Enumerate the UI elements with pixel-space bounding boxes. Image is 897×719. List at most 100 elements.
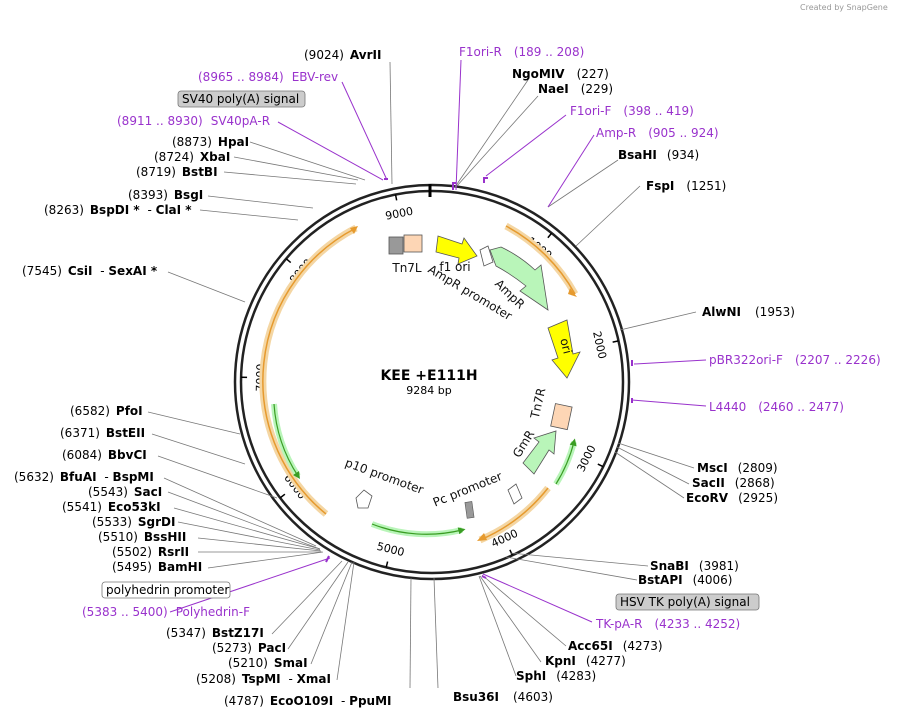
site-fspi-name: FspI xyxy=(646,179,674,193)
svg-text:(4787)EcoO109I - PpuMI: (4787)EcoO109I - PpuMI xyxy=(224,694,392,708)
site-clai-name: ClaI * xyxy=(156,203,193,217)
primer-pbr322-range: (2207 .. 2226) xyxy=(795,353,881,367)
svg-text:(8393)BsgI: (8393)BsgI xyxy=(128,188,203,202)
site-lead-lines xyxy=(147,61,697,689)
primer-f1ori-r-range: (189 .. 208) xyxy=(514,45,584,59)
svg-text:SacII(2868): SacII(2868) xyxy=(692,476,775,490)
site-acc65i-name: Acc65I xyxy=(568,639,613,653)
ampr-promoter-feature xyxy=(479,245,494,267)
snapgene-credit: Created by SnapGene xyxy=(800,3,888,12)
site-bbvci-pos: (6084) xyxy=(62,448,102,462)
site-msci-pos: (2809) xyxy=(738,461,778,475)
svg-text:SnaBI(3981): SnaBI(3981) xyxy=(650,559,739,573)
site-bstbi-pos: (8719) xyxy=(136,165,176,179)
site-fspi-pos: (1251) xyxy=(686,179,726,193)
tick-mark-4000 xyxy=(509,549,514,556)
tn7l-feature xyxy=(403,234,423,253)
site-hpai-pos: (8873) xyxy=(172,135,212,149)
svg-text:(5502)RsrII: (5502)RsrII xyxy=(112,545,189,559)
svg-text:NaeI(229): NaeI(229) xyxy=(538,82,613,96)
green-arc-left-core xyxy=(273,403,300,480)
site-bspdi-name: BspDI * xyxy=(90,203,140,217)
site-bfuai-pos: (5632) xyxy=(14,470,54,484)
site-eco53ki-name: Eco53kI xyxy=(108,500,161,514)
primer-polyhf-range: (5383 .. 5400) xyxy=(82,605,168,619)
gmr-feature xyxy=(522,430,557,475)
svg-text:(5543)SacI: (5543)SacI xyxy=(88,485,162,499)
site-bstz17i-name: BstZ17I xyxy=(212,626,264,640)
site-hpai-name: HpaI xyxy=(218,135,249,149)
svg-text:(7545)CsiI - SexAI *: (7545)CsiI - SexAI * xyxy=(22,264,158,278)
svg-text:SphI(4283): SphI(4283) xyxy=(516,669,596,683)
site-sgrdi-name: SgrDI xyxy=(138,515,176,529)
site-bfuai-name: BfuAI xyxy=(60,470,97,484)
svg-text:L4440(2460 .. 2477): L4440(2460 .. 2477) xyxy=(709,400,844,414)
primer-tkpa-range: (4233 .. 4252) xyxy=(655,617,741,631)
site-snabi-pos: (3981) xyxy=(699,559,739,573)
site-eco0109i-name: EcoO109I xyxy=(270,694,333,708)
site-bspdi-pos: (8263) xyxy=(44,203,84,217)
polyhedrin-label: polyhedrin promoter xyxy=(106,583,229,597)
site-bsahi-name: BsaHI xyxy=(618,148,657,162)
site-bstbi-name: BstBI xyxy=(182,165,218,179)
f1-ori-label: f1 ori xyxy=(439,260,470,274)
orange-arc-left-core xyxy=(262,227,357,515)
site-bstapi-name: BstAPI xyxy=(638,573,683,587)
ori-label: ori xyxy=(557,337,574,356)
site-eco53ki-pos: (5541) xyxy=(62,500,102,514)
tick-mark-6000 xyxy=(279,493,286,499)
site-csii-pos: (7545) xyxy=(22,264,62,278)
site-bsu36i-pos: (4603) xyxy=(513,690,553,704)
site-pfoi-pos: (6582) xyxy=(70,404,110,418)
boxed-labels: SV40 poly(A) signal HSV TK poly(A) signa… xyxy=(101,90,760,611)
svg-text:F1ori-F(398 .. 419): F1ori-F(398 .. 419) xyxy=(570,104,694,118)
site-bsteii-pos: (6371) xyxy=(60,426,100,440)
tick-mark-8000 xyxy=(285,258,292,264)
site-bsteii-name: BstEII xyxy=(106,426,145,440)
tick-label-2000: 2000 xyxy=(590,330,609,360)
plasmid-title: KEE +E111H xyxy=(380,368,477,384)
f1-ori-feature xyxy=(435,235,478,265)
hsvtk-box xyxy=(615,593,760,611)
primer-sv40r-range: (8911 .. 8930) xyxy=(117,114,203,128)
site-bbvci-name: BbvCI xyxy=(108,448,147,462)
site-kpni-name: KpnI xyxy=(545,654,576,668)
site-saci-pos: (5543) xyxy=(88,485,128,499)
primer-f1ori-r-name: F1ori-R xyxy=(459,45,502,59)
site-eco0109i-pos: (4787) xyxy=(224,694,264,708)
primer-labels: F1ori-R(189 .. 208) F1ori-F(398 .. 419) … xyxy=(82,45,881,631)
sv40-label: SV40 poly(A) signal xyxy=(182,92,299,106)
svg-text:F1ori-R(189 .. 208): F1ori-R (189 .. 208) xyxy=(459,45,584,59)
site-avrii-pos: (9024) xyxy=(304,48,344,62)
site-avrii-name: AvrII xyxy=(350,48,382,62)
site-sexai-name: SexAI * xyxy=(108,264,157,278)
svg-text:(8724)XbaI: (8724)XbaI xyxy=(154,150,230,164)
orange-arrowhead-3 xyxy=(350,226,358,234)
site-naei-pos: (229) xyxy=(581,82,613,96)
svg-text:Amp-R(905 .. 924): Amp-R (905 .. 924) xyxy=(596,126,719,140)
tick-mark-3000 xyxy=(597,463,604,468)
svg-text:EcoRV(2925): EcoRV(2925) xyxy=(686,491,778,505)
tick-mark-2000 xyxy=(612,340,619,343)
site-bsshii-name: BssHII xyxy=(144,530,186,544)
site-rsrii-name: RsrII xyxy=(158,545,189,559)
primer-amp-r-name: Amp-R xyxy=(596,126,636,140)
p10-promoter-label: p10 promoter xyxy=(343,456,425,497)
svg-text:(5495)BamHI: (5495)BamHI xyxy=(112,560,202,574)
primer-amp-r-range: (905 .. 924) xyxy=(648,126,718,140)
tn7l-label: Tn7L xyxy=(391,261,422,275)
site-bamhi-pos: (5495) xyxy=(112,560,152,574)
svg-text:KpnI(4277): KpnI(4277) xyxy=(545,654,626,668)
primer-lead-lines xyxy=(169,59,707,623)
backbone-inner xyxy=(239,189,625,575)
sv40-box xyxy=(177,90,306,108)
primer-tkpa-name: TK-pA-R xyxy=(595,617,643,631)
ori-feature xyxy=(547,319,581,379)
site-xbai-name: XbaI xyxy=(200,150,230,164)
svg-text:(8719)BstBI: (8719) BstBI xyxy=(136,165,218,179)
svg-text:(9024)AvrII: (9024) AvrII xyxy=(304,48,381,62)
site-bsahi-pos: (934) xyxy=(667,148,699,162)
primer-ebv-range: (8965 .. 8984) xyxy=(198,70,284,84)
site-pfoi-name: PfoI xyxy=(116,404,143,418)
